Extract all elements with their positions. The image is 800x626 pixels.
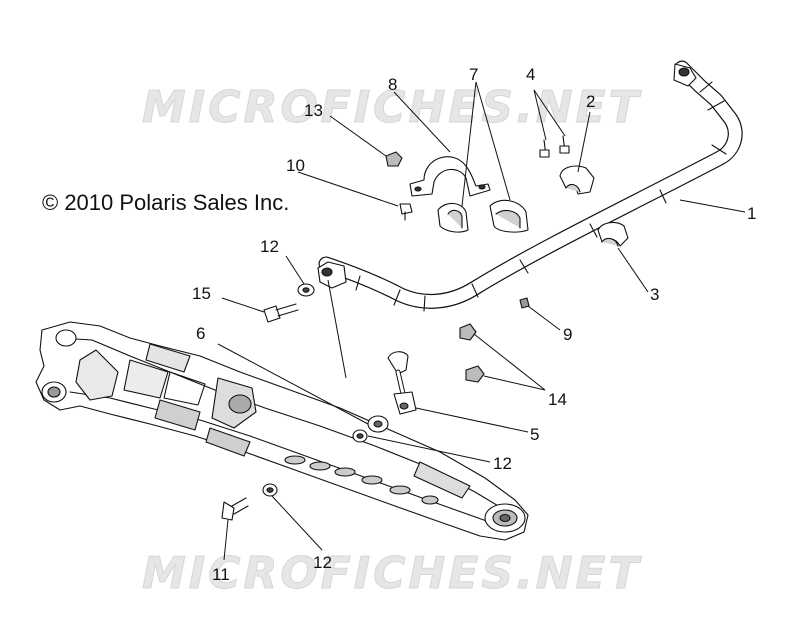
callout-2: 2 xyxy=(586,92,596,111)
leader-lines xyxy=(217,81,746,561)
link-rod-part-5 xyxy=(387,351,417,415)
callout-9: 9 xyxy=(563,325,573,344)
bushing-halves-part-7 xyxy=(437,199,529,233)
bushing-part-2 xyxy=(559,165,595,195)
callout-12-upper: 12 xyxy=(260,237,279,256)
callout-8: 8 xyxy=(388,75,398,94)
copyright-notice: © 2010 Polaris Sales Inc. xyxy=(42,190,290,215)
watermark-top: MICROFICHES.NET xyxy=(142,82,642,134)
callout-11: 11 xyxy=(212,565,230,584)
callout-3: 3 xyxy=(650,285,660,304)
callout-15: 15 xyxy=(192,284,211,303)
washer-part-12-upper xyxy=(297,283,315,297)
clamp-part-8 xyxy=(409,156,491,197)
nut-part-9 xyxy=(519,297,530,309)
washer-part-12-lower xyxy=(262,483,278,497)
callout-12-lower: 12 xyxy=(313,553,332,572)
callout-1: 1 xyxy=(747,204,757,223)
bolt-part-10 xyxy=(399,203,413,221)
bolt-part-11 xyxy=(221,497,249,521)
callout-12-middle: 12 xyxy=(493,454,512,473)
bolt-part-15 xyxy=(263,303,299,323)
nuts-part-14 xyxy=(459,323,485,383)
bushing-part-3 xyxy=(597,221,629,247)
callout-7: 7 xyxy=(469,65,479,84)
stabilizer-bar xyxy=(317,60,743,312)
callout-5: 5 xyxy=(530,425,540,444)
washer-part-12-middle xyxy=(352,429,368,443)
callout-6: 6 xyxy=(196,324,206,343)
nut-part-13 xyxy=(385,151,403,167)
bushing-part-6 xyxy=(367,415,389,433)
callout-13: 13 xyxy=(304,101,323,120)
trailing-arm xyxy=(35,321,529,541)
callout-14: 14 xyxy=(548,390,567,409)
bolts-part-4 xyxy=(539,135,570,158)
callout-4: 4 xyxy=(526,65,536,84)
callout-10: 10 xyxy=(286,156,305,175)
